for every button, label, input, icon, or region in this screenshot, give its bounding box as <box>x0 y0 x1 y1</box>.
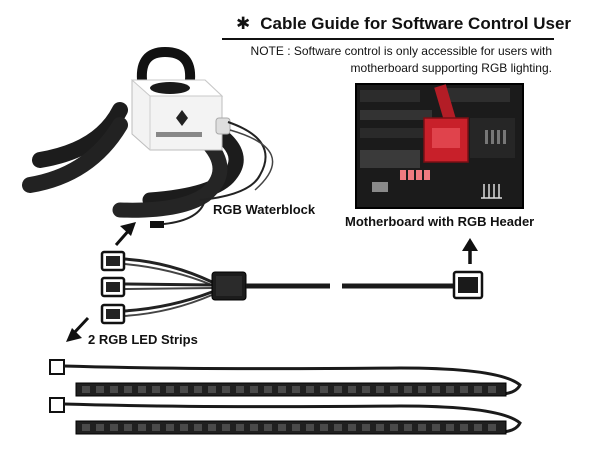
led-chip <box>446 386 454 393</box>
led-chip <box>166 424 174 431</box>
led-chip <box>250 386 258 393</box>
led-chip <box>362 424 370 431</box>
led-chip <box>334 386 342 393</box>
led-strip-2 <box>49 397 522 435</box>
led-chip <box>124 424 132 431</box>
led-chip <box>474 386 482 393</box>
led-chip <box>376 386 384 393</box>
led-chip <box>320 386 328 393</box>
led-chip <box>362 386 370 393</box>
led-chip <box>152 424 160 431</box>
led-chip <box>264 424 272 431</box>
led-chip <box>278 424 286 431</box>
led-chip <box>152 386 160 393</box>
guide-title-text: Cable Guide for Software Control User <box>260 14 572 33</box>
led-chip <box>404 386 412 393</box>
led-chip <box>236 424 244 431</box>
led-chip <box>334 424 342 431</box>
led-chip <box>222 386 230 393</box>
motherboard-label: Motherboard with RGB Header <box>345 214 535 229</box>
led-chip <box>110 424 118 431</box>
led-chip <box>166 386 174 393</box>
led-chip <box>418 424 426 431</box>
led-chip <box>348 386 356 393</box>
led-chip <box>418 386 426 393</box>
led-chip <box>96 424 104 431</box>
note-line-1: NOTE : Software control is only accessib… <box>250 44 552 58</box>
led-chip <box>180 424 188 431</box>
asterisk-icon: ✱ <box>236 14 251 33</box>
arrow-up-icon <box>462 238 478 264</box>
led-chip <box>460 424 468 431</box>
led-chip <box>264 386 272 393</box>
led-chip <box>194 424 202 431</box>
guide-title: ✱ Cable Guide for Software Control User <box>236 14 571 34</box>
led-strip-1 <box>49 359 522 397</box>
led-chip <box>250 424 258 431</box>
led-chip <box>124 386 132 393</box>
led-chip <box>138 386 146 393</box>
led-chip <box>376 424 384 431</box>
led-chip <box>82 424 90 431</box>
note-line-2: motherboard supporting RGB lighting. <box>350 61 552 75</box>
led-chip <box>82 386 90 393</box>
splitter-cable <box>100 250 484 325</box>
led-chip <box>404 424 412 431</box>
led-chip <box>278 386 286 393</box>
led-chip <box>180 386 188 393</box>
arrow-down-left-icon <box>66 316 90 342</box>
led-chip <box>320 424 328 431</box>
led-chip <box>110 386 118 393</box>
led-chip <box>138 424 146 431</box>
led-chip <box>446 424 454 431</box>
led-chip <box>208 386 216 393</box>
rgb-waterblock-label: RGB Waterblock <box>213 202 316 217</box>
led-strips-label: 2 RGB LED Strips <box>88 332 198 347</box>
rgb-waterblock-image <box>22 46 274 228</box>
led-chip <box>292 424 300 431</box>
led-chip <box>194 386 202 393</box>
led-chip <box>306 386 314 393</box>
title-underline <box>222 38 554 40</box>
led-chip <box>306 424 314 431</box>
led-chip <box>474 424 482 431</box>
led-chip <box>222 424 230 431</box>
led-chip <box>460 386 468 393</box>
led-chip <box>208 424 216 431</box>
led-chip <box>390 386 398 393</box>
led-chip <box>488 386 496 393</box>
motherboard-image <box>355 83 524 209</box>
led-chip <box>236 386 244 393</box>
led-chip <box>432 424 440 431</box>
led-chip <box>390 424 398 431</box>
arrow-up-right-icon <box>114 222 136 246</box>
led-chip <box>488 424 496 431</box>
led-chip <box>292 386 300 393</box>
led-chip <box>348 424 356 431</box>
led-chip <box>96 386 104 393</box>
led-chip <box>432 386 440 393</box>
